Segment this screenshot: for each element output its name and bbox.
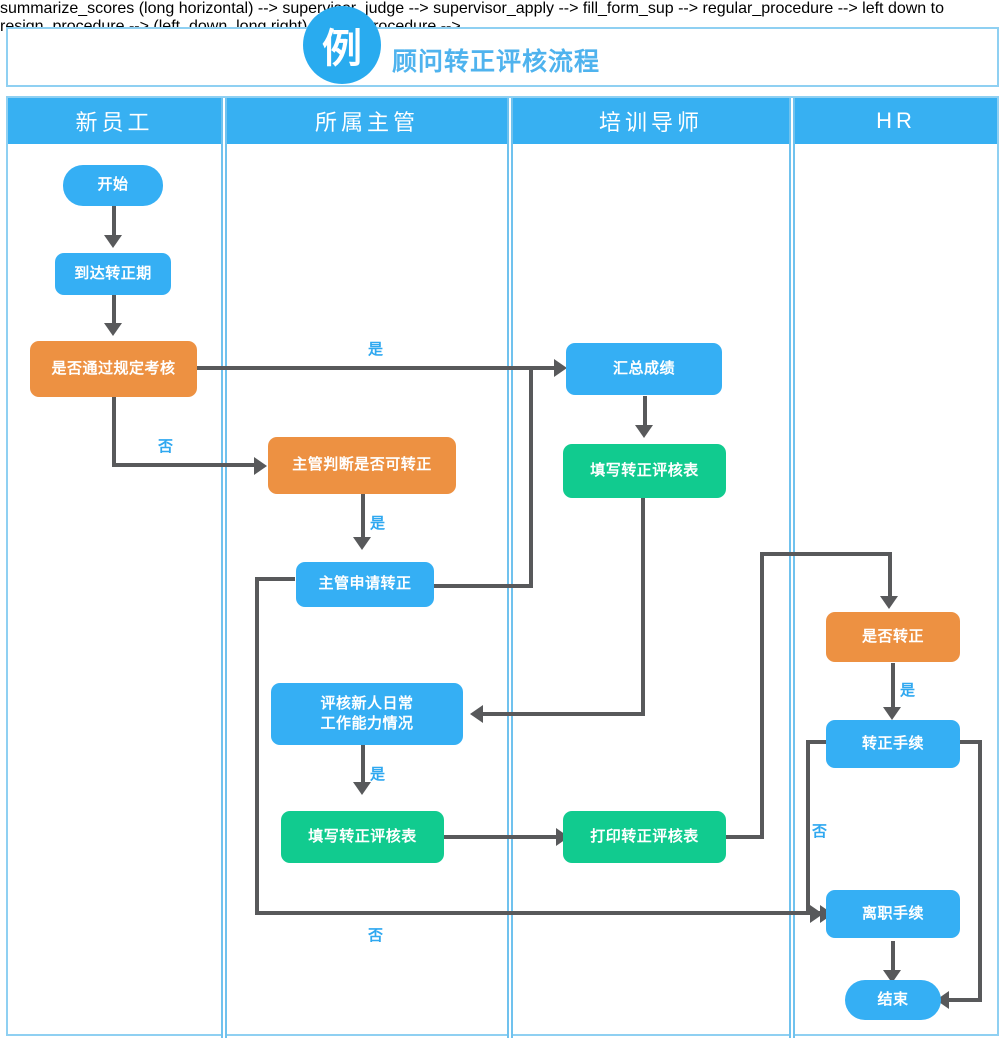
- edge-eval-yes: [361, 744, 365, 786]
- node-fill-form-trainer[interactable]: 填写转正评核表: [563, 444, 726, 498]
- edge-confirm-yes: [891, 663, 895, 711]
- edge-print-to-confirm-h2: [760, 552, 892, 556]
- node-pass-assessment[interactable]: 是否通过规定考核: [30, 341, 197, 397]
- node-confirm-regular[interactable]: 是否转正: [826, 612, 960, 662]
- title-band: [6, 27, 999, 87]
- edge-label-apply-no: 否: [368, 927, 384, 944]
- lane-divider-1: [221, 98, 227, 1038]
- edge-fillsup-to-print: [442, 835, 562, 839]
- lane-header-supervisor: 所属主管: [227, 98, 507, 144]
- node-supervisor-apply[interactable]: 主管申请转正: [296, 562, 434, 607]
- edge-reach-to-pass: [112, 294, 116, 326]
- node-summarize-scores[interactable]: 汇总成绩: [566, 343, 722, 395]
- node-print-form[interactable]: 打印转正评核表: [563, 811, 726, 863]
- node-resign-procedure[interactable]: 离职手续: [826, 890, 960, 938]
- edge-regular-to-end-h1: [958, 740, 982, 744]
- edge-summarize-to-fill-arrow: [635, 425, 653, 438]
- edge-apply-to-summarize-v: [529, 366, 533, 586]
- edge-resign-to-end-arrow: [883, 970, 901, 983]
- node-fill-form-supervisor[interactable]: 填写转正评核表: [281, 811, 444, 863]
- lane-header-new-employee: 新员工: [8, 98, 221, 144]
- edge-label-pass-yes: 是: [368, 341, 384, 358]
- edge-label-confirm-no: 否: [812, 823, 828, 840]
- swimlane-frame: 新员工 所属主管 培训导师 HR: [6, 96, 999, 1038]
- example-badge-icon: 例: [303, 6, 381, 84]
- edge-regular-to-end-v: [978, 740, 982, 1001]
- edge-pass-no-arrow: [254, 457, 267, 475]
- edge-print-to-confirm-v2: [888, 552, 892, 600]
- node-end[interactable]: 结束: [845, 980, 941, 1020]
- edge-label-confirm-yes: 是: [900, 682, 916, 699]
- edge-reach-to-pass-arrow: [104, 323, 122, 336]
- edge-start-to-reach: [112, 205, 116, 238]
- edge-label-judge-yes: 是: [370, 515, 386, 532]
- edge-confirm-yes-arrow: [883, 707, 901, 720]
- edge-label-eval-yes: 是: [370, 766, 386, 783]
- edge-resign-to-end: [891, 941, 895, 973]
- edge-apply-no-h2: [255, 911, 816, 915]
- edge-fill-to-eval-v: [641, 498, 645, 716]
- node-supervisor-judge[interactable]: 主管判断是否可转正: [268, 437, 456, 494]
- edge-eval-yes-arrow: [353, 782, 371, 795]
- edge-apply-to-summarize-h: [433, 584, 533, 588]
- edge-pass-yes: [196, 366, 560, 370]
- node-evaluate-daily[interactable]: 评核新人日常 工作能力情况: [271, 683, 463, 745]
- edge-pass-no-v: [112, 396, 116, 466]
- lane-header-hr: HR: [795, 98, 997, 144]
- lane-divider-2: [507, 98, 513, 1038]
- edge-label-pass-no: 否: [158, 438, 174, 455]
- edge-judge-yes-arrow: [353, 537, 371, 550]
- edge-fill-to-eval-arrow: [470, 705, 483, 723]
- edge-pass-no-h: [112, 463, 260, 467]
- edge-print-to-confirm-arrow: [880, 596, 898, 609]
- node-regular-procedure[interactable]: 转正手续: [826, 720, 960, 768]
- edge-print-to-confirm-v1: [760, 552, 764, 839]
- edge-regular-to-end-h2: [948, 998, 982, 1002]
- edge-judge-yes: [361, 493, 365, 541]
- edge-apply-no-v: [255, 577, 259, 914]
- edge-apply-no-arrow: [810, 905, 823, 923]
- lane-divider-3: [789, 98, 795, 1038]
- page-title: 顾问转正评核流程: [392, 48, 601, 76]
- node-evaluate-daily-line2: 工作能力情况: [320, 715, 414, 732]
- edge-summarize-to-fill: [643, 396, 647, 428]
- node-start[interactable]: 开始: [63, 165, 163, 206]
- edge-confirm-no-h1: [806, 740, 830, 744]
- node-evaluate-daily-line1: 评核新人日常: [320, 694, 414, 712]
- edge-pass-yes-arrow: [554, 359, 567, 377]
- edge-fill-to-eval-h: [483, 712, 645, 716]
- lane-header-trainer: 培训导师: [513, 98, 789, 144]
- edge-confirm-no-v: [806, 740, 810, 914]
- edge-print-to-confirm-h1: [724, 835, 764, 839]
- node-reach-period[interactable]: 到达转正期: [55, 253, 171, 295]
- edge-apply-no-h1: [255, 577, 295, 581]
- edge-start-to-reach-arrow: [104, 235, 122, 248]
